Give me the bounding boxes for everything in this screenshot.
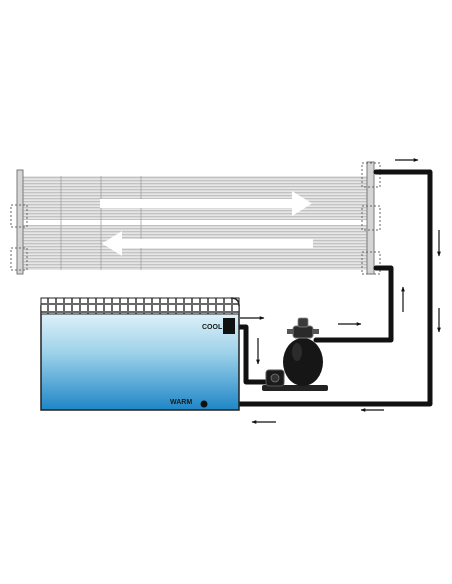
cool-outlet [223,318,235,334]
collector-left-header [10,169,28,275]
swimming-pool: COOL WARM [40,297,240,411]
pump-filter [262,317,328,391]
collector-panel-upper [22,176,368,220]
collector-right-header [361,161,381,275]
warm-label: WARM [170,399,192,406]
flow-arrows [240,158,441,424]
filter-tank [283,338,323,386]
solar-collector [10,161,381,275]
cool-label: COOL [202,324,223,331]
supply-pipe [313,265,394,343]
pool-water [40,305,240,411]
filter-valve [292,325,314,339]
collector-flow-right-arrow [100,191,312,216]
warm-inlet [200,400,208,408]
collector-flow-left-arrow [102,231,313,256]
return-pipe [201,169,433,407]
pool-tile-border [40,297,240,315]
